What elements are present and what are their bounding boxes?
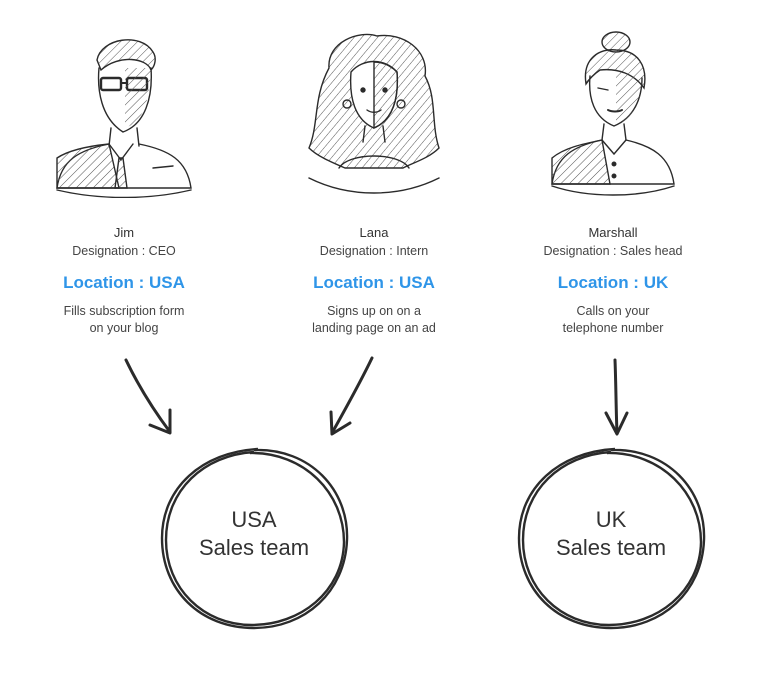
- persona-location: Location : UK: [557, 273, 669, 292]
- arrow-jim-to-usa: [124, 358, 172, 435]
- arrow-marshall-to-uk: [604, 358, 629, 436]
- usa-team-circle: [160, 447, 349, 630]
- persona-designation: Designation : CEO: [72, 244, 176, 258]
- team-name: UK: [595, 507, 627, 532]
- team-name: USA: [231, 507, 277, 532]
- persona-name: Jim: [113, 225, 135, 240]
- persona-action-line: Signs up on on a: [327, 304, 421, 318]
- team-subtitle: Sales team: [555, 535, 667, 560]
- persona-location: Location : USA: [63, 273, 185, 292]
- man-with-glasses-sketch-icon: [56, 39, 192, 198]
- persona-action-line: on your blog: [89, 321, 159, 335]
- persona-action-line: telephone number: [562, 321, 664, 335]
- persona-designation: Designation : Sales head: [543, 244, 683, 258]
- persona-name: Marshall: [588, 225, 638, 240]
- usa-sales-team-label: USA Sales team: [154, 506, 354, 562]
- persona-action: Calls on your telephone number: [513, 303, 713, 337]
- persona-location: Location : USA: [313, 273, 435, 292]
- persona-designation: Designation : Intern: [319, 244, 429, 258]
- uk-sales-team-label: UK Sales team: [511, 506, 711, 562]
- persona-action-line: Fills subscription form: [63, 304, 185, 318]
- arrow-lana-to-usa: [329, 356, 374, 436]
- persona-action: Fills subscription form on your blog: [24, 303, 224, 337]
- team-subtitle: Sales team: [198, 535, 310, 560]
- persona-action: Signs up on on a landing page on an ad: [274, 303, 474, 337]
- uk-team-circle: [517, 447, 706, 630]
- persona-name: Lana: [359, 225, 389, 240]
- woman-with-curly-hair-sketch-icon: [308, 33, 440, 194]
- woman-with-hair-bun-sketch-icon: [551, 31, 675, 196]
- persona-action-line: landing page on an ad: [312, 321, 436, 335]
- persona-action-line: Calls on your: [576, 304, 650, 318]
